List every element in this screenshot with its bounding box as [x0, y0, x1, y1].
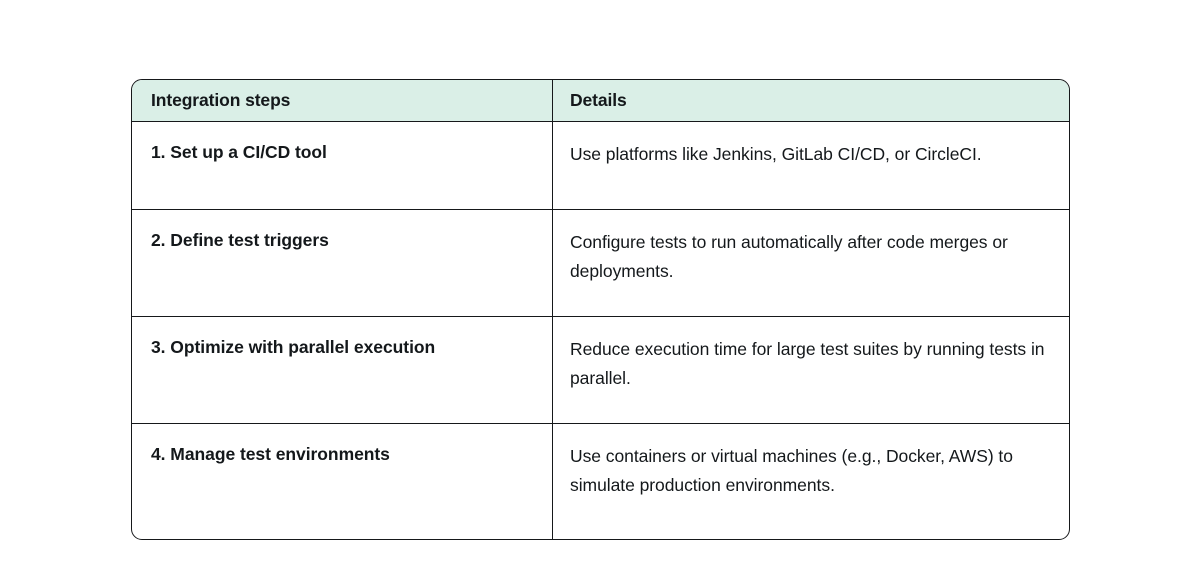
- column-header-integration-steps: Integration steps: [132, 80, 553, 122]
- table-header-row: Integration steps Details: [132, 80, 1069, 122]
- detail-text-2: Configure tests to run automatically aft…: [570, 232, 1008, 281]
- table-body: 1. Set up a CI/CD tool Use platforms lik…: [132, 122, 1069, 539]
- table-row: 3. Optimize with parallel execution Redu…: [132, 317, 1069, 424]
- table-row: 4. Manage test environments Use containe…: [132, 424, 1069, 539]
- step-cell-3: 3. Optimize with parallel execution: [132, 317, 553, 424]
- integration-steps-table-container: Integration steps Details 1. Set up a CI…: [131, 79, 1070, 540]
- table-header: Integration steps Details: [132, 80, 1069, 122]
- step-cell-1: 1. Set up a CI/CD tool: [132, 122, 553, 210]
- step-cell-2: 2. Define test triggers: [132, 210, 553, 317]
- detail-cell-3: Reduce execution time for large test sui…: [553, 317, 1069, 424]
- column-header-details: Details: [553, 80, 1069, 122]
- detail-cell-4: Use containers or virtual machines (e.g.…: [553, 424, 1069, 539]
- step-cell-4: 4. Manage test environments: [132, 424, 553, 539]
- detail-text-3: Reduce execution time for large test sui…: [570, 339, 1045, 388]
- detail-text-1: Use platforms like Jenkins, GitLab CI/CD…: [570, 144, 982, 164]
- detail-text-4: Use containers or virtual machines (e.g.…: [570, 446, 1013, 495]
- detail-cell-1: Use platforms like Jenkins, GitLab CI/CD…: [553, 122, 1069, 210]
- detail-cell-2: Configure tests to run automatically aft…: [553, 210, 1069, 317]
- table-row: 1. Set up a CI/CD tool Use platforms lik…: [132, 122, 1069, 210]
- table-row: 2. Define test triggers Configure tests …: [132, 210, 1069, 317]
- integration-steps-table: Integration steps Details 1. Set up a CI…: [131, 79, 1070, 540]
